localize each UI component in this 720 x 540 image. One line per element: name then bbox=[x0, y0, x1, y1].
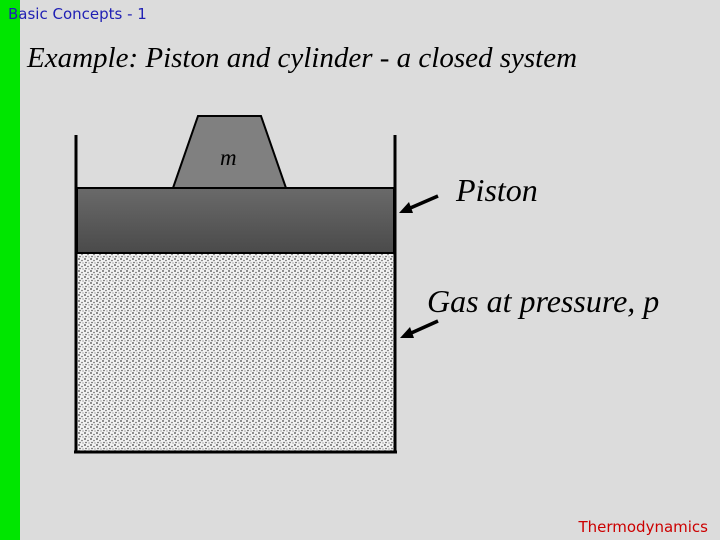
slide-header: Basic Concepts - 1 bbox=[8, 5, 147, 23]
gas-arrow-icon bbox=[400, 319, 439, 338]
accent-bar bbox=[0, 0, 20, 540]
mass-label: m bbox=[220, 145, 237, 170]
slide-title: Example: Piston and cylinder - a closed … bbox=[27, 42, 578, 74]
gas-label: Gas at pressure, p bbox=[427, 283, 660, 319]
gas-region bbox=[77, 253, 394, 451]
slide-footer: Thermodynamics bbox=[578, 518, 708, 536]
piston bbox=[76, 187, 395, 254]
piston-arrow-icon bbox=[399, 194, 439, 213]
mass-block bbox=[171, 115, 288, 189]
piston-label: Piston bbox=[456, 172, 538, 208]
